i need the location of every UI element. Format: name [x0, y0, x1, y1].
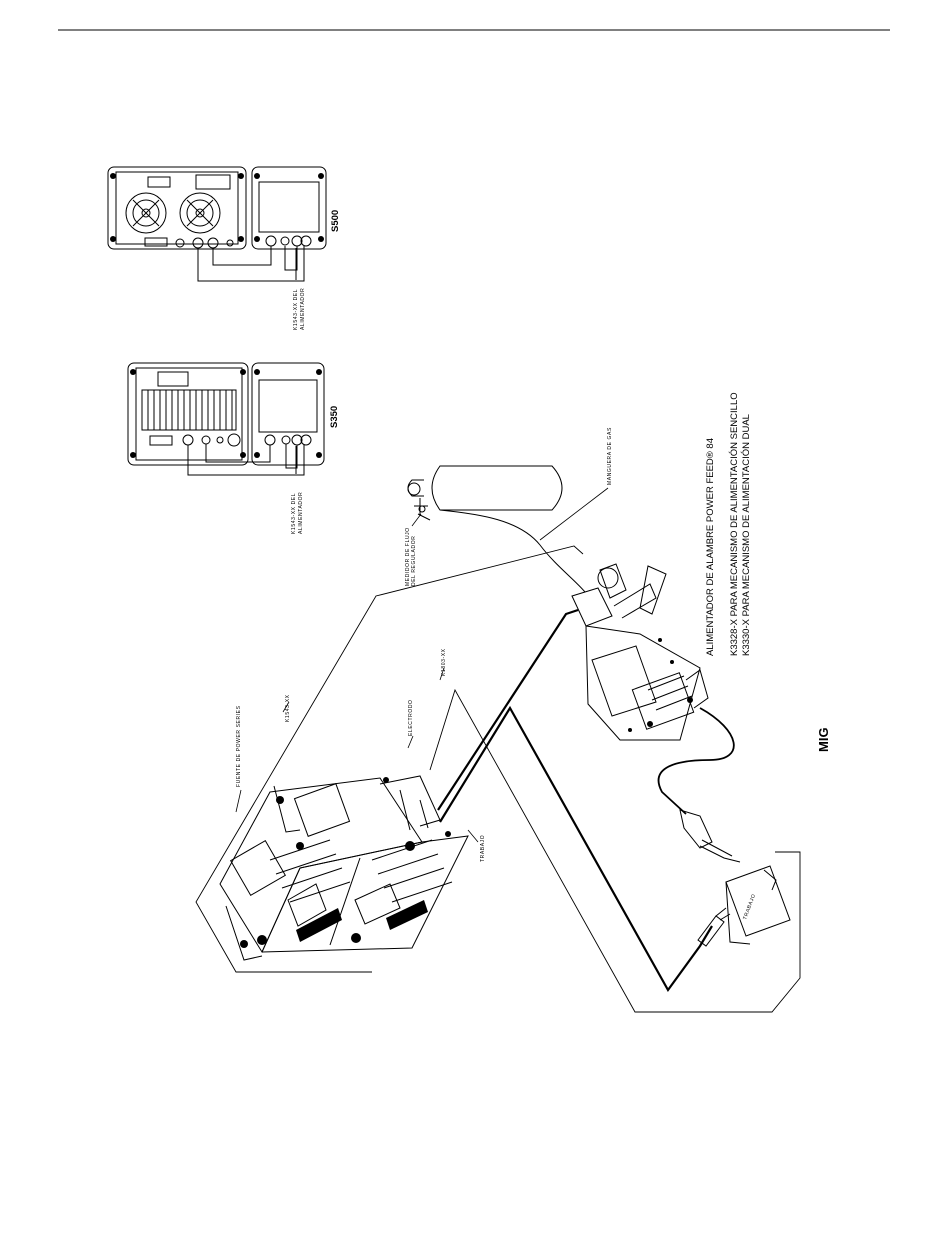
- feeder-line2: K3328-X PARA MECANISMO DE ALIMENTACIÓN S…: [729, 392, 740, 656]
- power-source-units: [219, 775, 469, 961]
- electrode-leader: [407, 735, 414, 749]
- s350-bolts-icon: [130, 369, 322, 458]
- gun-cable: [657, 707, 735, 815]
- electrode-power-cable: [437, 608, 579, 811]
- s350-cable-label-line1: K1543-XX DEL: [291, 493, 297, 534]
- logo-badge-icon: [296, 908, 342, 942]
- process-label: MIG: [816, 727, 831, 752]
- s350-model-label: S350: [329, 406, 340, 428]
- s500-cable-label-line2: ALIMENTADOR: [300, 288, 306, 330]
- feeder-detail-icon: [628, 638, 693, 732]
- power-source-leader: [235, 789, 242, 813]
- flowmeter-label-line1: MEDIDOR DE FLUJO: [405, 527, 411, 586]
- control-cable-label: K1543-XX: [285, 694, 291, 722]
- work-piece: [725, 865, 791, 945]
- feeder-title: ALIMENTADOR DE ALAMBRE POWER FEED® 84: [705, 438, 716, 656]
- s350-cable-label-line2: ALIMENTADOR: [298, 492, 304, 534]
- logo-badge-2-icon: [386, 900, 428, 930]
- electrode-cable-label: K1803-XX: [441, 648, 447, 676]
- s500-rear-panel: [107, 166, 327, 282]
- wire-feeder: [571, 563, 709, 741]
- work-sense-route: [429, 688, 801, 1013]
- work-piece-label: TRABAJO: [742, 893, 757, 921]
- work-cable-label: TRABAJO: [480, 835, 486, 862]
- hose-label: MANGUERA DE GAS: [607, 427, 613, 485]
- power-source-hardware-icon: [240, 777, 451, 948]
- work-power-cable: [439, 705, 713, 993]
- welding-gun: [679, 809, 741, 863]
- s500-cable-label-line1: K1543-XX DEL: [293, 289, 299, 330]
- flowmeter-label-line2: DEL REGULADOR: [411, 536, 417, 586]
- gas-cylinder: [407, 465, 586, 593]
- s500-bolts-icon: [110, 173, 324, 242]
- s500-model-label: S500: [330, 210, 341, 232]
- power-source-label: FUENTE DE POWER SERIES: [236, 705, 242, 787]
- control-cable-leader: [282, 701, 290, 713]
- flowmeter-leader: [411, 513, 422, 527]
- feeder-line3: K3330-X PARA MECANISMO DE ALIMENTACIÓN D…: [741, 414, 752, 656]
- hose-leader: [539, 487, 609, 541]
- work-cable-leader: [467, 829, 479, 843]
- s350-rear-panel: [127, 362, 325, 476]
- electrode-cable-leader: [439, 667, 445, 681]
- control-cable: [195, 545, 584, 973]
- electrode-label: ELECTRODO: [408, 699, 414, 736]
